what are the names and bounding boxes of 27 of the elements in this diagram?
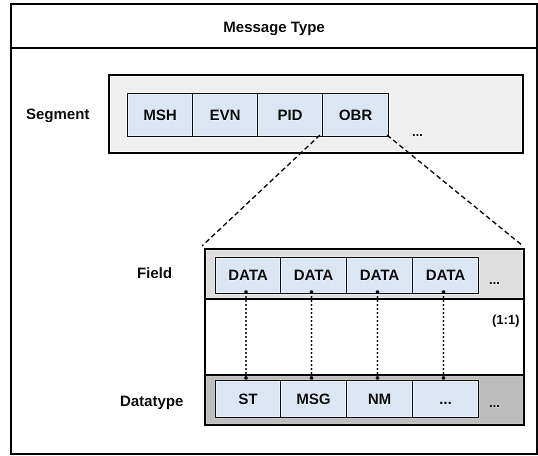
dotted-connector [310,290,314,380]
ellipsis: ... [412,124,423,139]
datatype-cell: ... [412,380,479,418]
frame-title: Message Type [223,19,325,36]
dotted-connector [244,290,248,380]
ellipsis: ... [489,395,500,410]
ratio-label: (1:1) [492,312,520,327]
row-label: Segment [26,106,90,123]
row-label: Field [137,265,172,282]
segment-cell: MSH [127,93,193,137]
ellipsis: ... [489,272,500,287]
zoom-line [386,134,524,247]
field-cell: DATA [280,257,347,294]
field-cell: DATA [412,257,479,294]
segment-cell: PID [257,93,323,137]
field-cell: DATA [346,257,413,294]
message-frame [10,3,538,455]
dotted-connector [442,290,446,380]
datatype-cell: NM [346,380,413,418]
datatype-cell: ST [215,380,281,418]
field-cell: DATA [215,257,281,294]
datatype-cell: MSG [280,380,347,418]
row-label: Datatype [120,393,184,410]
segment-cell: EVN [192,93,258,137]
segment-cell: OBR [322,93,389,137]
dotted-connector [376,290,380,380]
zoom-line [201,134,321,247]
